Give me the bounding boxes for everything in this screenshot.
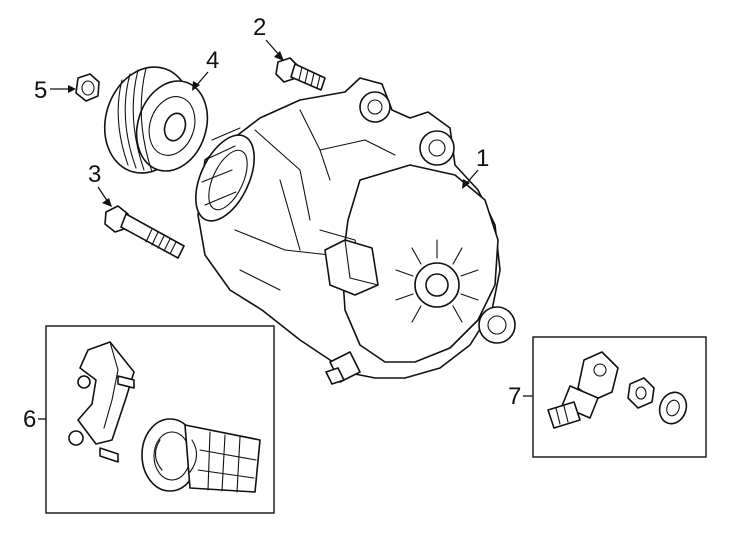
callout-7: 7 <box>508 383 533 410</box>
callout-3-label: 3 <box>88 161 101 188</box>
callout-5-label: 5 <box>34 77 47 104</box>
bolt-long <box>104 205 185 259</box>
callout-6: 6 <box>23 406 46 433</box>
box-6-regulator-kit <box>45 325 275 514</box>
callout-4-label: 4 <box>206 47 219 74</box>
callout-1: 1 <box>462 145 489 189</box>
bolt-short <box>275 57 326 91</box>
callout-7-label: 7 <box>508 383 521 410</box>
nut <box>75 73 100 102</box>
callout-2: 2 <box>253 14 284 61</box>
callout-6-label: 6 <box>23 406 36 433</box>
callout-2-label: 2 <box>253 14 266 41</box>
callout-3: 3 <box>88 161 112 207</box>
box-7-connector-kit <box>532 336 707 458</box>
callout-5: 5 <box>34 77 76 104</box>
alternator <box>195 77 516 385</box>
callout-1-label: 1 <box>476 145 489 172</box>
callout-4: 4 <box>192 47 219 91</box>
pulley <box>103 66 209 174</box>
